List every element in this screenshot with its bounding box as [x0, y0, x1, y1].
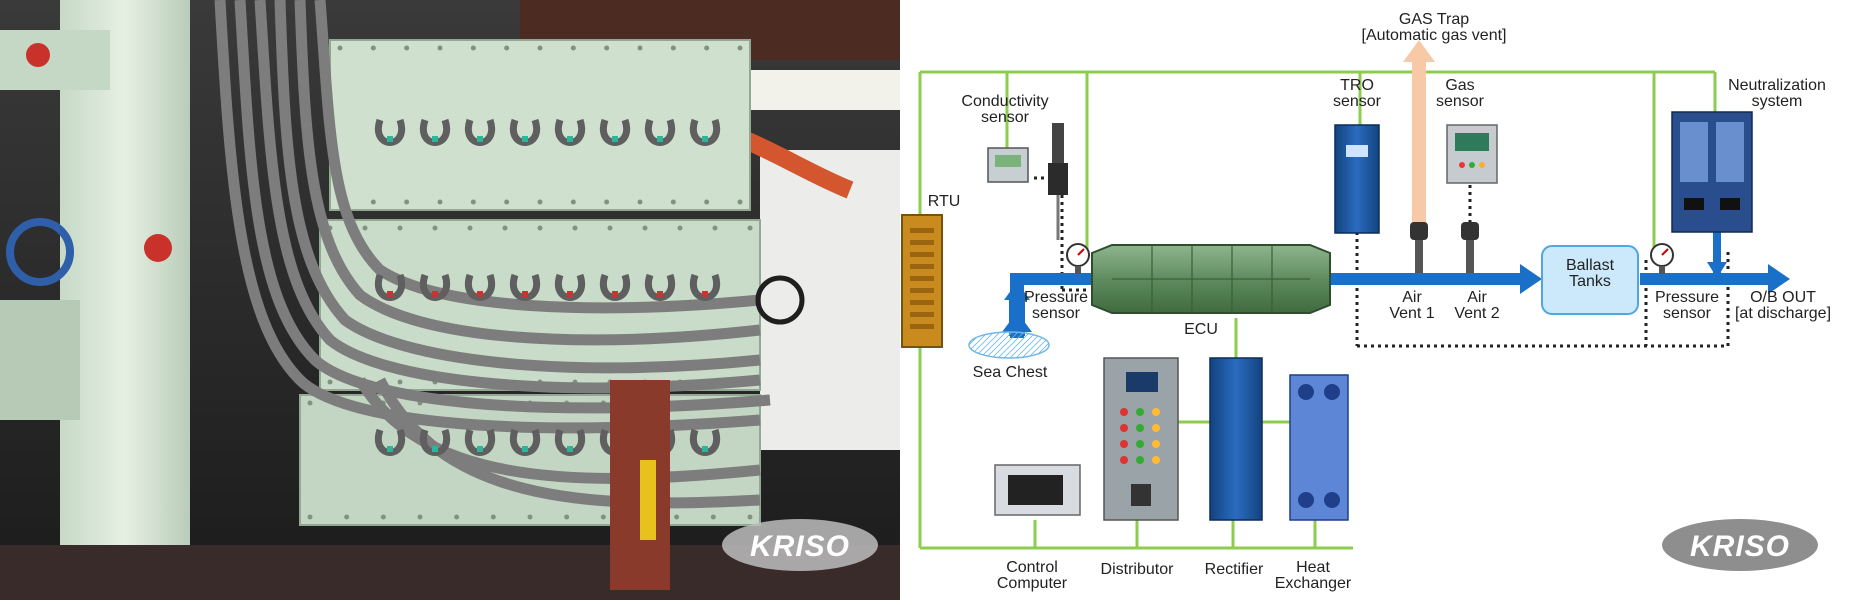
rectifier-cabinet-icon [1209, 357, 1263, 521]
equipment-photo: KRISO [0, 0, 900, 600]
label-distributor: Distributor [1101, 561, 1175, 578]
label-conductivity-2: sensor [981, 109, 1030, 126]
label-neutralization-1: Neutralization [1728, 77, 1826, 94]
label-sea-chest: Sea Chest [973, 364, 1048, 381]
system-diagram: GAS Trap [Automatic gas vent] Conductivi… [901, 11, 1831, 592]
label-gas-2: sensor [1436, 93, 1485, 110]
label-gas-trap-2: [Automatic gas vent] [1362, 27, 1507, 44]
pressure-gauge-left-icon [1066, 243, 1090, 274]
air-vent2-valve-icon [1461, 222, 1479, 273]
label-air-vent1-1: Air [1402, 289, 1422, 306]
gas-sensor-icon [1446, 124, 1498, 184]
label-ob-out-2: [at discharge] [1735, 305, 1831, 322]
label-ballast-1: Ballast [1566, 257, 1615, 274]
rtu-cabinet [901, 214, 943, 348]
photo-watermark-text: KRISO [750, 530, 850, 563]
neutralization-system-icon [1671, 111, 1753, 233]
label-heat-1: Heat [1296, 559, 1330, 576]
label-air-vent2-1: Air [1467, 289, 1487, 306]
label-ob-out-1: O/B OUT [1750, 289, 1816, 306]
label-heat-2: Exchanger [1275, 575, 1352, 592]
ballast-tanks-box [1541, 245, 1639, 315]
label-conductivity-1: Conductivity [961, 93, 1048, 110]
tro-sensor-cabinet [1334, 124, 1380, 234]
diagram-watermark-text: KRISO [1690, 530, 1790, 563]
sea-chest-arrow [1004, 282, 1030, 300]
label-tro-2: sensor [1333, 93, 1382, 110]
label-gas-trap-1: GAS Trap [1399, 11, 1469, 28]
label-air-vent1-2: Vent 1 [1389, 305, 1434, 322]
air-vent1-valve-icon [1410, 222, 1428, 273]
gas-trap-arrow [1403, 40, 1435, 228]
label-air-vent2-2: Vent 2 [1454, 305, 1499, 322]
label-rectifier: Rectifier [1205, 561, 1264, 578]
label-neutralization-2: system [1752, 93, 1803, 110]
ecu-module-top [329, 39, 751, 211]
heat-exchanger-icon [1289, 374, 1349, 521]
label-gas-1: Gas [1445, 77, 1474, 94]
black-handwheel [755, 275, 805, 325]
control-computer-icon [994, 464, 1081, 516]
label-tro-1: TRO [1340, 77, 1374, 94]
label-pressure-right-1: Pressure [1655, 289, 1719, 306]
cable-bundle [214, 0, 771, 509]
top-flange [0, 30, 110, 90]
mid-flange [0, 300, 80, 420]
distributor-cabinet-icon [1103, 357, 1179, 521]
bulkhead-wall [760, 150, 900, 450]
label-control-1: Control [1006, 559, 1058, 576]
label-ecu: ECU [1184, 321, 1218, 338]
label-rtu: RTU [928, 193, 961, 210]
label-pressure-right-2: sensor [1663, 305, 1712, 322]
clamp-meter [640, 460, 656, 540]
ecu-unit [1091, 244, 1331, 314]
pressure-gauge-right-icon [1650, 243, 1674, 274]
diagram-watermark: KRISO [1662, 519, 1818, 571]
photo-watermark: KRISO [722, 519, 878, 571]
label-pressure-left-1: Pressure [1024, 289, 1088, 306]
label-control-2: Computer [997, 575, 1068, 592]
red-valve-mid [144, 234, 172, 262]
diagram-labels: GAS Trap [Automatic gas vent] Conductivi… [928, 11, 1831, 592]
sea-chest-icon [968, 331, 1050, 359]
blue-handwheel [6, 218, 74, 286]
label-ballast-2: Tanks [1569, 273, 1611, 290]
vertical-main-pipe [60, 0, 190, 560]
label-pressure-left-2: sensor [1032, 305, 1081, 322]
conductivity-sensor-icon [987, 123, 1068, 240]
red-valve-top [26, 43, 50, 67]
